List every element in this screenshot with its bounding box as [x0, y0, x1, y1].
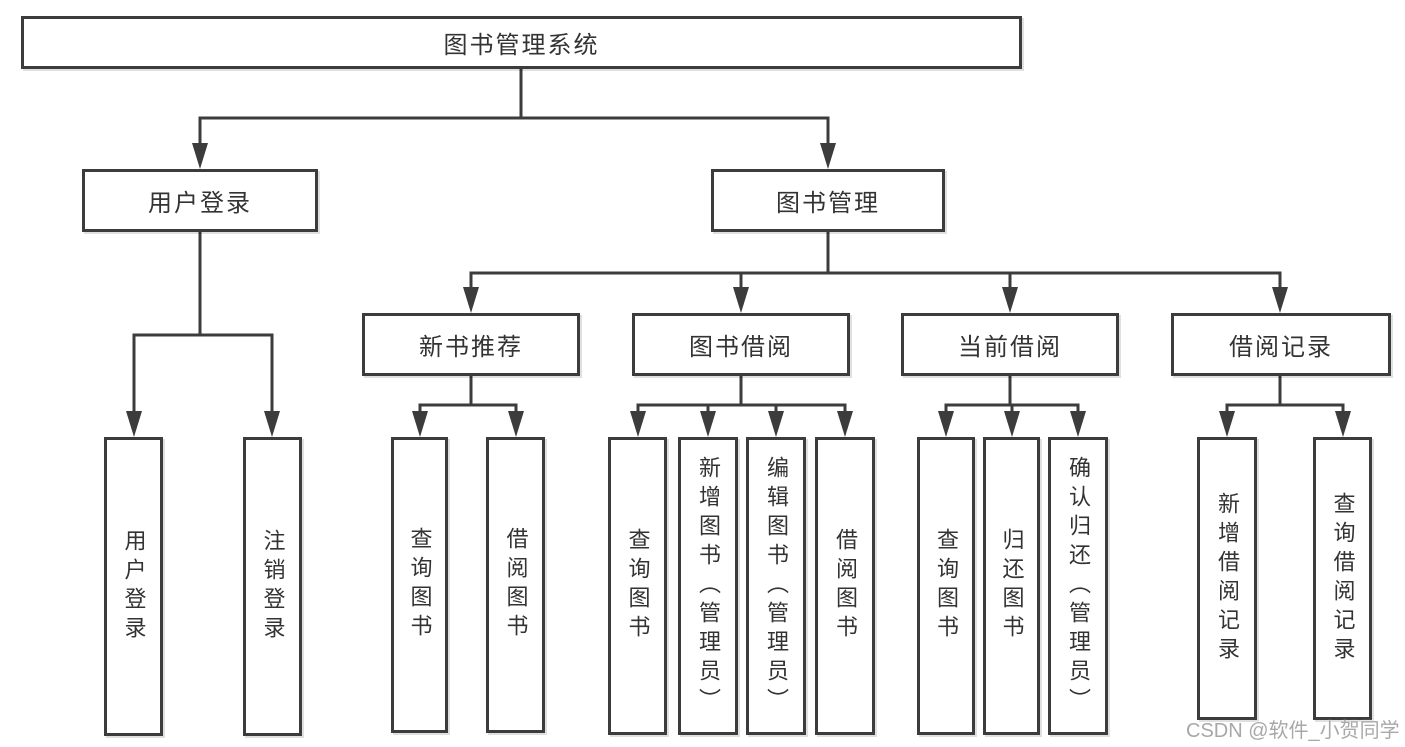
connector-root: [192, 67, 836, 169]
connector-book-management-lines: [469, 230, 1282, 293]
arrowhead-leaf-edit-book: [768, 411, 784, 437]
connector-root-lines: [198, 67, 830, 149]
leaf-add-borrow-record: 新增借阅记录: [1197, 437, 1257, 720]
leaf-confirm-return-admin: 确认归还（管理员）: [1048, 437, 1108, 735]
leaf-user-login: 用户登录: [104, 437, 163, 736]
node-borrowing-records: 借阅记录: [1171, 313, 1391, 376]
leaf-query-borrow-record-label: 查询借阅记录: [1330, 491, 1356, 666]
arrowhead-leaf-borrow-books-1: [508, 411, 524, 437]
arrowhead-leaf-query-books-1: [412, 411, 428, 437]
connector-user-login: [126, 230, 280, 437]
node-book-borrowing-label: 图书借阅: [689, 334, 793, 361]
node-new-book-recommend-label: 新书推荐: [419, 334, 523, 361]
connector-current-borrowing: [938, 374, 1086, 437]
arrowhead-leaf-user-login: [126, 411, 142, 437]
leaf-logout: 注销登录: [243, 437, 302, 736]
arrowhead-current-borrowing: [1002, 287, 1018, 313]
connector-book-management: [463, 230, 1288, 313]
leaf-query-books-2: 查询图书: [608, 437, 667, 735]
leaf-query-borrow-record: 查询借阅记录: [1313, 437, 1372, 720]
arrowhead-borrowing-records: [1272, 287, 1288, 313]
arrowhead-book-borrowing: [733, 287, 749, 313]
leaf-logout-label: 注销登录: [260, 528, 286, 645]
arrowhead-leaf-add-record: [1219, 411, 1235, 437]
node-new-book-recommend: 新书推荐: [362, 313, 580, 376]
node-user-login-label: 用户登录: [148, 190, 252, 217]
leaf-borrow-books-1-label: 借阅图书: [503, 527, 529, 643]
node-library-system-label: 图书管理系统: [443, 32, 600, 59]
leaf-return-books-label: 归还图书: [999, 528, 1025, 644]
node-current-borrowing: 当前借阅: [901, 313, 1119, 376]
connector-current-borrowing-lines: [944, 374, 1080, 417]
connector-user-login-lines: [132, 230, 274, 417]
leaf-add-book-admin: 新增图书（管理员）: [678, 437, 738, 735]
connector-new-book-recommend: [412, 374, 524, 437]
connector-new-book-recommend-lines: [418, 374, 518, 417]
leaf-return-books: 归还图书: [983, 437, 1040, 735]
leaf-add-book-admin-label: 新增图书（管理员）: [696, 455, 721, 717]
node-library-system: 图书管理系统: [21, 16, 1022, 69]
node-book-borrowing: 图书借阅: [632, 313, 850, 376]
arrowhead-user-login: [192, 143, 208, 169]
leaf-query-books-3: 查询图书: [917, 437, 975, 735]
arrowhead-leaf-query-record: [1335, 411, 1351, 437]
arrowhead-leaf-query-books-2: [630, 411, 646, 437]
node-user-login: 用户登录: [82, 169, 318, 232]
node-current-borrowing-label: 当前借阅: [958, 334, 1062, 361]
arrowhead-leaf-add-book: [700, 411, 716, 437]
leaf-add-borrow-record-label: 新增借阅记录: [1215, 491, 1240, 666]
arrowhead-new-book-recommend: [463, 287, 479, 313]
leaf-user-login-label: 用户登录: [121, 528, 147, 645]
leaf-borrow-books-2-label: 借阅图书: [833, 528, 858, 644]
watermark-text: CSDN @软件_小贺同学: [1186, 720, 1400, 742]
leaf-confirm-return-admin-label: 确认归还（管理员）: [1066, 455, 1091, 717]
leaf-edit-book-admin: 编辑图书（管理员）: [746, 437, 806, 735]
leaf-query-books-1: 查询图书: [391, 437, 448, 733]
arrowhead-book-management: [820, 143, 836, 169]
connector-book-borrowing: [630, 374, 853, 437]
leaf-borrow-books-1: 借阅图书: [486, 437, 545, 733]
arrowhead-leaf-logout: [264, 411, 280, 437]
leaf-query-books-1-label: 查询图书: [407, 527, 433, 643]
connector-borrowing-records: [1219, 374, 1351, 437]
leaf-query-books-3-label: 查询图书: [934, 528, 959, 644]
arrowhead-leaf-query-books-3: [938, 411, 954, 437]
node-book-management-label: 图书管理: [776, 190, 880, 217]
connector-book-borrowing-lines: [636, 374, 847, 417]
node-borrowing-records-label: 借阅记录: [1229, 334, 1333, 361]
leaf-borrow-books-2: 借阅图书: [815, 437, 875, 735]
arrowhead-leaf-return-books: [1004, 411, 1020, 437]
connector-borrowing-records-lines: [1225, 374, 1345, 417]
leaf-edit-book-admin-label: 编辑图书（管理员）: [764, 455, 789, 717]
arrowhead-leaf-borrow-books-2: [837, 411, 853, 437]
node-book-management: 图书管理: [711, 169, 945, 232]
arrowhead-leaf-confirm-return: [1070, 411, 1086, 437]
leaf-query-books-2-label: 查询图书: [625, 528, 651, 644]
